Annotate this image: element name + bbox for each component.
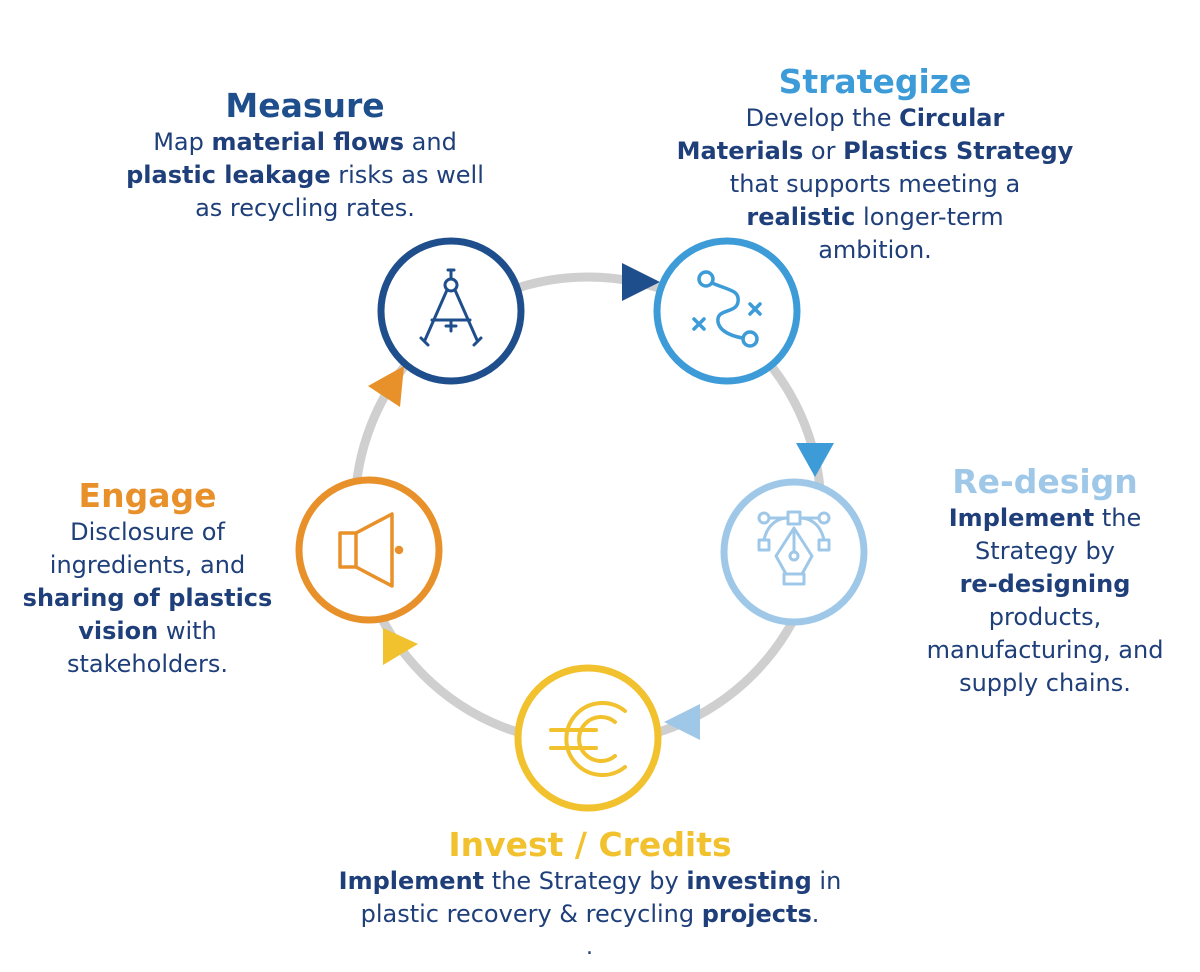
invest-text: plastic recovery & recycling [360,900,702,928]
strategize-node [653,237,801,385]
redesign-description-line: re-designing [900,568,1190,601]
invest-description-line: plastic recovery & recycling projects. [300,898,880,931]
arrow-strategize-to-redesign [796,443,834,477]
engage-bold-text: vision [78,617,159,645]
redesign-title: Re-design [952,462,1138,501]
engage-node [295,476,443,624]
invest-bold-text: projects [701,900,812,928]
strategize-bold-text: Circular [899,104,1005,132]
invest-text: in [811,867,842,895]
invest-bold-text: Implement [338,867,485,895]
engage-text: stakeholders. [67,650,228,678]
strategize-title: Strategize [778,62,972,101]
redesign-bold-text: Implement [948,504,1095,532]
strategize-text: longer-term [855,203,1004,231]
arrow-invest-to-engage [383,628,418,665]
strategize-bold-text: Materials [676,137,804,165]
engage-description-line: ingredients, and [0,549,295,582]
measure-node [377,237,525,385]
engage-text-block: Engage Disclosure of ingredients, and shar… [0,476,295,681]
engage-bold-text: sharing of plastics [22,584,273,612]
engage-text: ingredients, and [49,551,246,579]
measure-bold-text: material flows [211,128,405,156]
redesign-text: manufacturing, and [926,636,1164,664]
measure-description-line: Map material flows and [105,126,505,159]
arrow-measure-to-strategize [622,263,660,301]
strategize-description-line: that supports meeting a [660,168,1090,201]
engage-description-line: stakeholders. [0,648,295,681]
strategize-description-line: Develop the Circular [660,102,1090,135]
strategize-text: ambition. [818,236,932,264]
engage-description-line: vision with [0,615,295,648]
engage-description: Disclosure of ingredients, and sharing of … [0,516,295,681]
measure-text: and [404,128,457,156]
strategize-description-line: Materials or Plastics Strategy [660,135,1090,168]
pen-tool-icon [757,510,831,586]
measure-text: as recycling rates. [195,194,415,222]
euro-icon [549,701,627,777]
invest-text: . [811,900,820,928]
engage-description-line: Disclosure of [0,516,295,549]
measure-title: Measure [225,86,385,125]
redesign-text: the [1094,504,1142,532]
arrow-engage-to-measure [368,366,404,407]
redesign-node [720,478,868,626]
redesign-text: Strategy by [975,537,1115,565]
strategize-description-line: ambition. [660,234,1090,267]
redesign-text: supply chains. [959,669,1131,697]
redesign-description-line: manufacturing, and [900,634,1190,667]
speaker-icon [338,512,404,588]
measure-text: risks as well [330,161,484,189]
route-path-icon [692,270,762,348]
measure-text: Map [153,128,212,156]
strategize-text: Develop the [745,104,900,132]
invest-text: the Strategy by [484,867,687,895]
strategize-text: or [803,137,844,165]
redesign-description-line: Strategy by [900,535,1190,568]
engage-description-line: sharing of plastics [0,582,295,615]
redesign-description-line: products, [900,601,1190,634]
drafting-compass-icon [419,268,483,347]
invest-description-line: Implement the Strategy by investing in [300,865,880,898]
strategize-bold-text: Plastics Strategy [843,137,1074,165]
invest-text-block: Invest / Credits Implement the Strategy … [300,825,880,931]
measure-description-line: as recycling rates. [105,192,505,225]
engage-text: Disclosure of [70,518,225,546]
trailing-dot: . [586,935,593,960]
redesign-bold-text: re-designing [959,570,1131,598]
strategize-bold-text: realistic [746,203,856,231]
invest-node [514,664,662,812]
measure-bold-text: plastic leakage [126,161,331,189]
strategize-description-line: realistic longer-term [660,201,1090,234]
arrow-redesign-to-invest [664,704,700,740]
invest-bold-text: investing [686,867,812,895]
invest-title: Invest / Credits [448,825,732,864]
engage-text: with [158,617,217,645]
redesign-description-line: Implement the [900,502,1190,535]
measure-description-line: plastic leakage risks as well [105,159,505,192]
redesign-description-line: supply chains. [900,667,1190,700]
strategize-text: that supports meeting a [729,170,1021,198]
engage-title: Engage [78,476,217,515]
redesign-text: products, [988,603,1102,631]
